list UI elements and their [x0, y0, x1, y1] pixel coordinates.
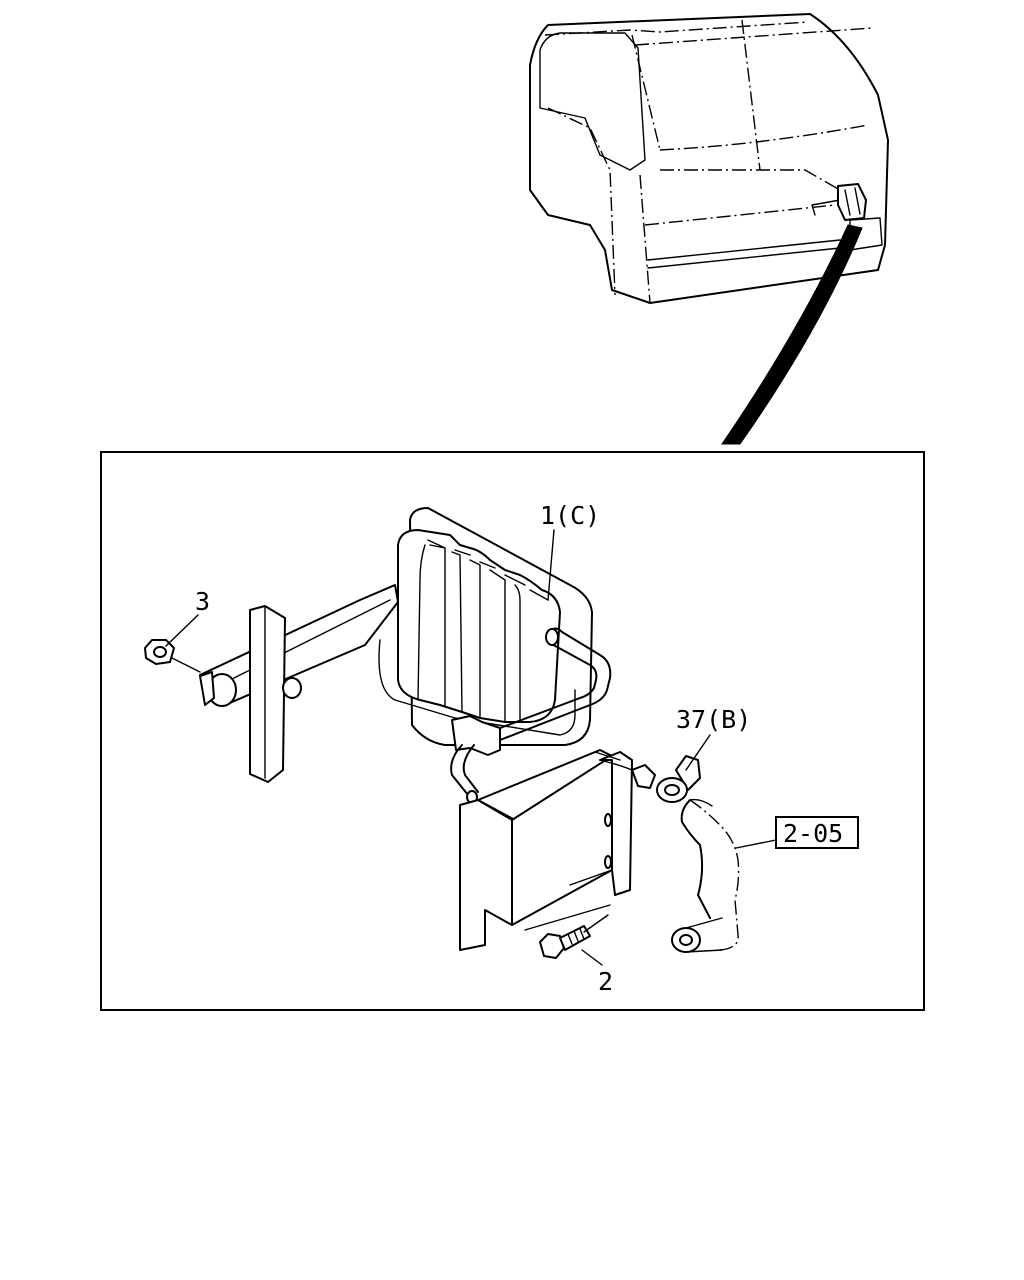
callout-part-2: 2: [598, 967, 613, 996]
ref-box[interactable]: [775, 816, 859, 849]
ref-box-label[interactable]: 2-05: [783, 819, 843, 848]
flange-bolt: [539, 914, 609, 959]
callout-part-3: 3: [195, 587, 210, 616]
hose: [671, 798, 740, 953]
hose-clamp: [599, 755, 701, 803]
flange-nut: [144, 639, 201, 673]
leader-lines: [165, 529, 777, 966]
callout-part-37: 37(B): [676, 705, 751, 734]
canister-assembly: [199, 507, 612, 804]
truck-cab-overview: [529, 13, 889, 445]
callout-part-1: 1(C): [540, 501, 600, 530]
detail-frame: [100, 451, 925, 1011]
mount-bracket: [459, 749, 633, 951]
